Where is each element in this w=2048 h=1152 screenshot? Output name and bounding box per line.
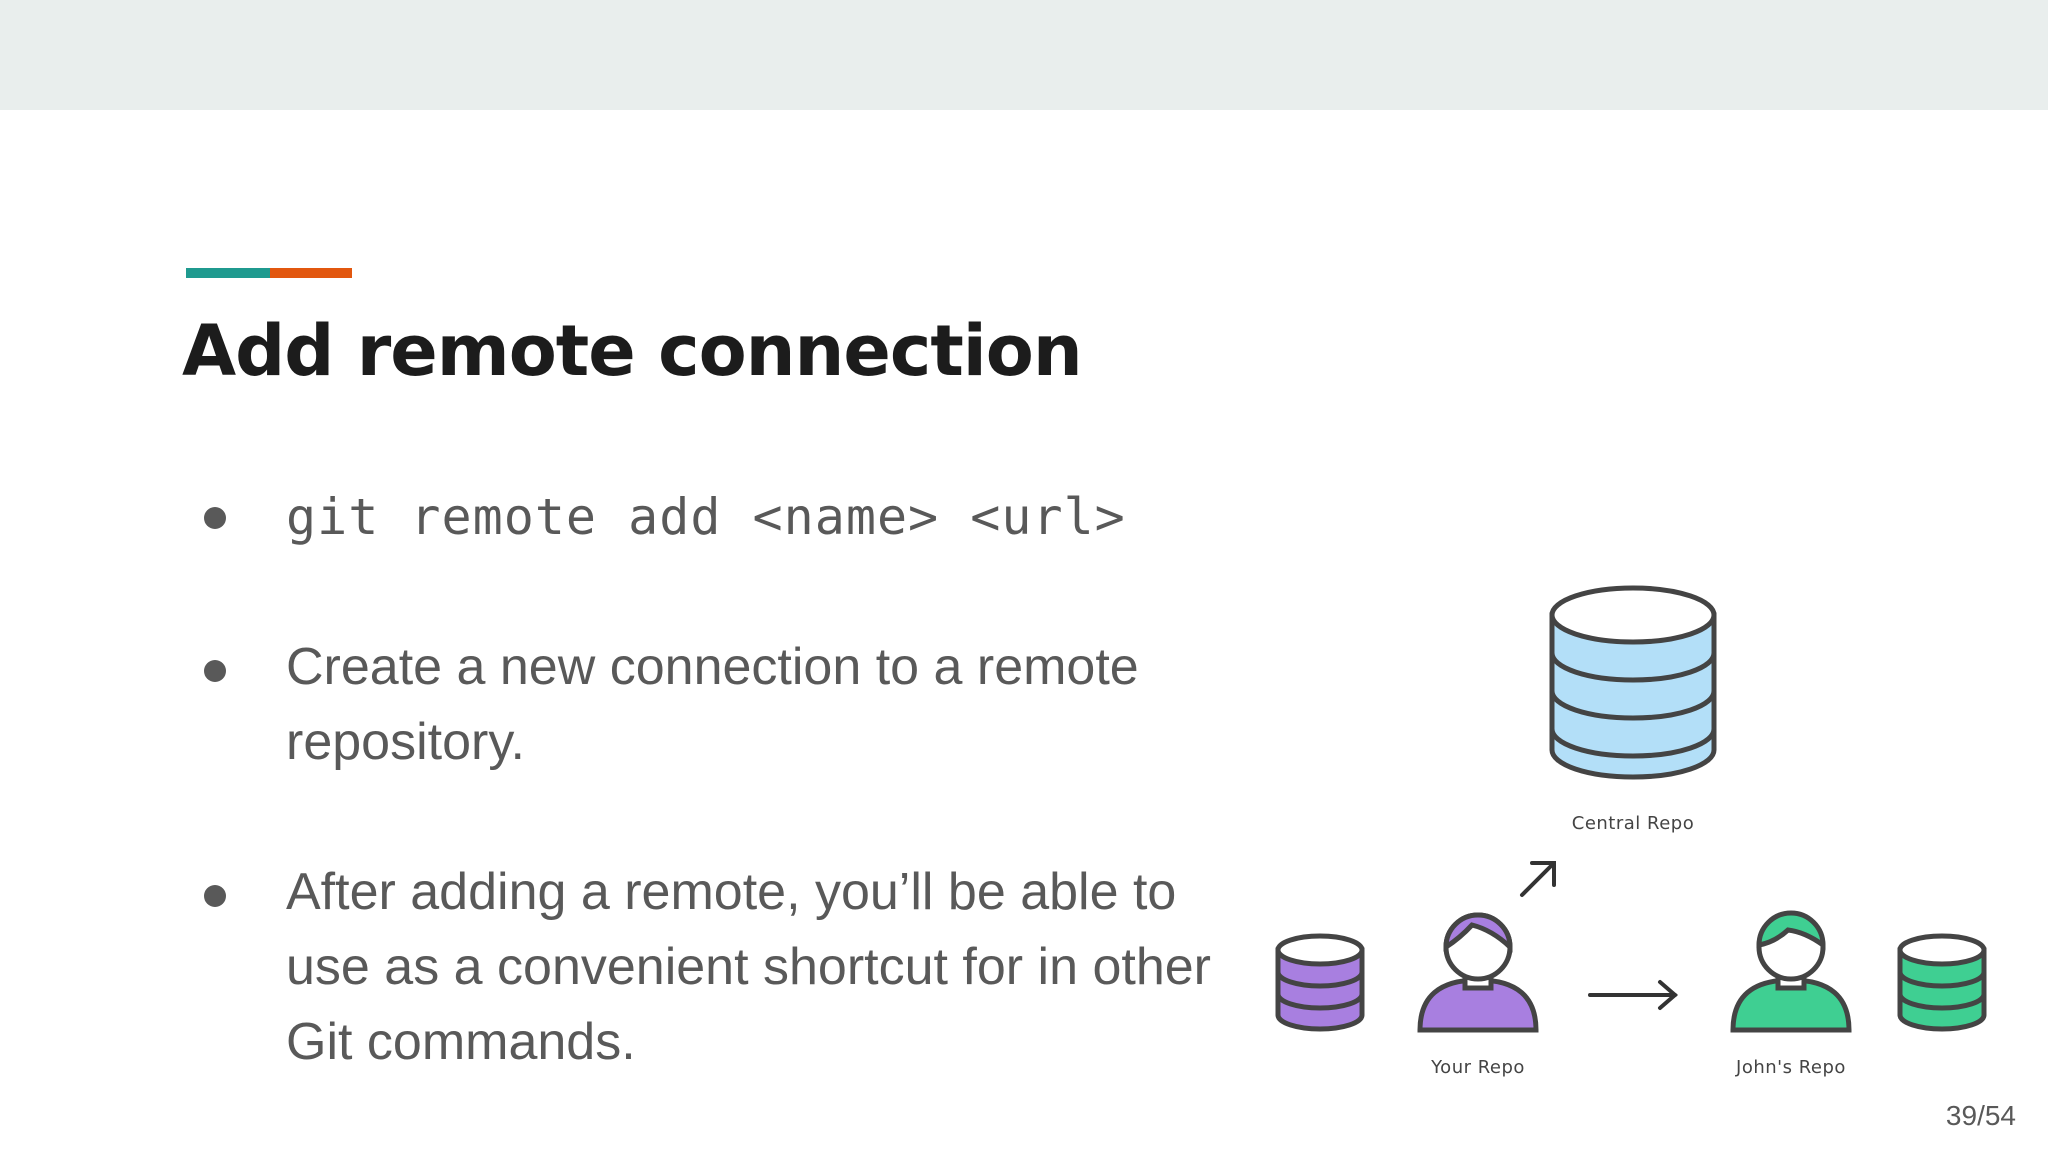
slide: Add remote connection git remote add <na…	[0, 110, 2048, 1152]
title-accent-bar	[186, 268, 352, 278]
diagram-svg	[1275, 585, 1987, 1033]
your-repo-database-icon	[1275, 933, 1365, 1032]
bullet-text: After adding a remote, you’ll be able to…	[286, 863, 1211, 1071]
bullet-dot	[204, 507, 226, 529]
johns-repo-label: John's Repo	[1736, 1057, 1846, 1078]
johns-repo-person-icon	[1730, 910, 1852, 1033]
bullet-dot	[204, 885, 226, 907]
arrow-up-right-icon	[1520, 861, 1556, 897]
bullet-text-command: git remote add <name> <url>	[286, 488, 1126, 546]
johns-repo-database-icon	[1897, 933, 1987, 1032]
accent-orange	[270, 268, 352, 278]
bullet-item: git remote add <name> <url>	[200, 480, 1250, 555]
bullet-dot	[204, 660, 226, 682]
accent-teal	[186, 268, 270, 278]
bullet-item: Create a new connection to a remote repo…	[200, 630, 1250, 780]
bullet-text: Create a new connection to a remote repo…	[286, 638, 1139, 771]
arrow-right-icon	[1588, 980, 1679, 1010]
bullet-list: git remote add <name> <url> Create a new…	[200, 480, 1250, 1080]
bullet-item: After adding a remote, you’ll be able to…	[200, 855, 1250, 1080]
remote-repo-diagram: Central Repo Your Repo John's Repo	[1260, 570, 2020, 1090]
slide-title: Add remote connection	[182, 310, 1083, 392]
page-indicator: 39/54	[1945, 1100, 2016, 1131]
your-repo-label: Your Repo	[1431, 1057, 1525, 1078]
your-repo-person-icon	[1417, 912, 1539, 1033]
top-bar	[0, 0, 2048, 110]
central-repo-label: Central Repo	[1571, 813, 1695, 834]
central-repo-database-icon	[1549, 585, 1717, 780]
